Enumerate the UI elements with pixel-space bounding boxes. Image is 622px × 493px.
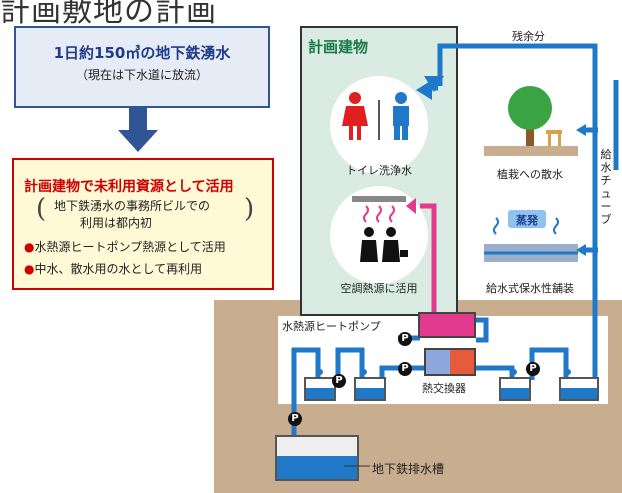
source-box: 1日約150㎥の地下鉄湧水 （現在は下水道に放流） bbox=[14, 26, 270, 108]
heat-pipe bbox=[420, 203, 437, 312]
business-people-icon bbox=[360, 227, 408, 262]
building-label: 計画建物 bbox=[308, 38, 369, 56]
toilet-inflow-arrow-icon bbox=[416, 80, 432, 100]
bullet-dot-icon: ● bbox=[24, 240, 35, 254]
irrigation-label: 植栽への散水 bbox=[497, 168, 563, 181]
bullet-dot-icon: ● bbox=[24, 262, 35, 276]
paren-left: ( bbox=[36, 194, 47, 224]
pavement-circle bbox=[478, 190, 582, 294]
usage-note-line1: 地下鉄湧水の事務所ビルでの bbox=[54, 199, 211, 213]
usage-bullet-2: ●中水、散水用の水として再利用 bbox=[24, 262, 203, 276]
pump-icon: P bbox=[398, 362, 412, 376]
page-title: 計画敷地の計画 bbox=[0, 0, 217, 29]
aircon-vent-icon bbox=[352, 196, 406, 223]
pump-icon: P bbox=[398, 332, 412, 346]
pump-icon: P bbox=[332, 374, 346, 388]
pavement-arrow-icon bbox=[576, 244, 586, 256]
toilet-icon bbox=[342, 92, 409, 140]
pavement-icon bbox=[484, 210, 578, 262]
surplus-label: 残余分 bbox=[512, 30, 545, 43]
usage-note-line2: 利用は都内初 bbox=[80, 216, 153, 230]
water-tanks bbox=[275, 377, 599, 481]
exchanger-label: 熱交換器 bbox=[422, 382, 466, 395]
pavement-label: 給水式保水性舗装 bbox=[486, 282, 574, 295]
down-arrow-icon bbox=[118, 108, 158, 152]
heat-exchanger-unit bbox=[424, 348, 476, 376]
droplet-icons bbox=[317, 369, 571, 375]
source-main-text: 1日約150㎥の地下鉄湧水 bbox=[53, 44, 231, 62]
evaporation-badge: 蒸発 bbox=[516, 214, 538, 227]
heatpump-label: 水熱源ヒートポンプ bbox=[282, 320, 381, 333]
drain-tank-label: 地下鉄排水槽 bbox=[372, 462, 445, 476]
irrigation-arrow-icon bbox=[576, 124, 586, 136]
usage-box: 計画建物で未利用資源として活用 ( ) 地下鉄湧水の事務所ビルでの 利用は都内初… bbox=[12, 158, 274, 290]
pump-icon: P bbox=[288, 412, 302, 426]
paren-right: ) bbox=[244, 194, 255, 224]
toilet-label: トイレ洗浄水 bbox=[346, 164, 412, 177]
inflow-arrow-icon bbox=[424, 76, 444, 92]
supply-pipe-main bbox=[437, 43, 598, 380]
heat-arrow-icon bbox=[406, 198, 416, 214]
source-sub-text: （現在は下水道に放流） bbox=[75, 68, 208, 82]
aircon-label: 空調熱源に活用 bbox=[340, 282, 418, 295]
usage-title: 計画建物で未利用資源として活用 bbox=[24, 179, 234, 195]
tree-icon bbox=[484, 86, 578, 156]
pump-icon: P bbox=[526, 362, 540, 376]
usage-bullet-1: ●水熱源ヒートポンプ熱源として活用 bbox=[24, 240, 226, 254]
heatpump-unit bbox=[418, 312, 476, 338]
supply-tube-label: 給水チューブ bbox=[600, 148, 612, 226]
